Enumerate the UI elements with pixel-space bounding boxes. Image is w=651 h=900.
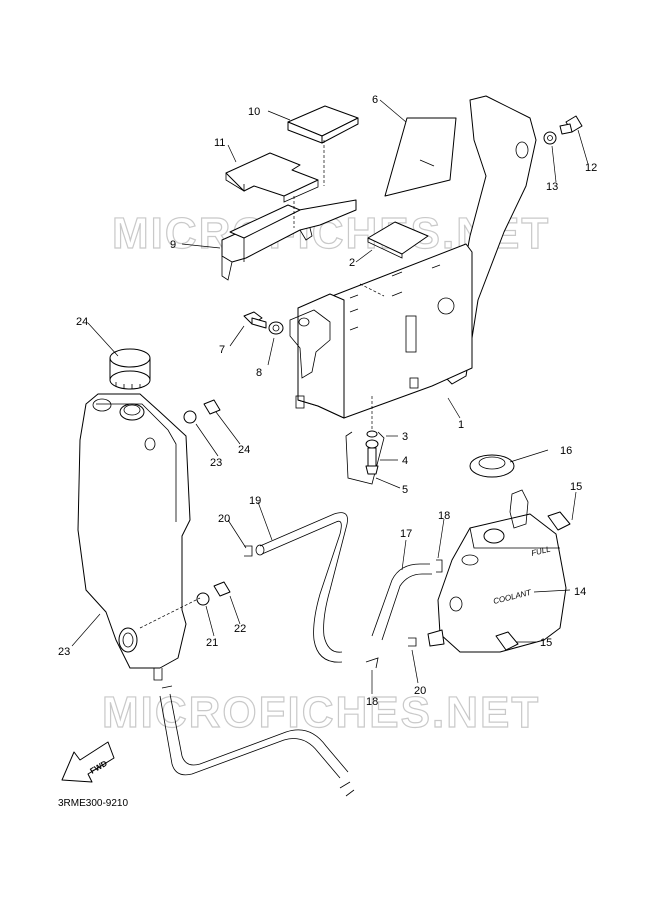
callout-7: 7 (219, 344, 225, 356)
callout-numbers: 10 11 9 6 2 1 3 4 5 7 8 12 13 24 23 24 2… (58, 94, 597, 708)
part-4-grommet (365, 430, 379, 449)
diagram-code: 3RME300-9210 (58, 798, 128, 809)
part-9-tray (221, 199, 357, 281)
callout-23-lower: 21 (206, 637, 218, 649)
callout-22: 24 (76, 316, 88, 328)
part-18-clip-lower (365, 657, 379, 669)
part-24-bolt-upper (203, 399, 221, 415)
callout-1: 1 (458, 419, 464, 431)
callout-4: 4 (402, 455, 408, 467)
part-13-washer (543, 131, 557, 145)
callout-5: 5 (402, 484, 408, 496)
part-23-collar-upper (183, 410, 197, 424)
part-5-bolt (365, 447, 379, 475)
callout-10: 10 (248, 106, 260, 118)
callout-18-lower: 18 (366, 696, 378, 708)
part-2-pad (367, 221, 429, 259)
callout-17: 17 (400, 528, 412, 540)
callout-20-right: 20 (414, 685, 426, 697)
part-10-pad (287, 105, 359, 144)
callout-9: 9 (170, 239, 176, 251)
part-24-bolt-lower (213, 581, 231, 597)
part-15-bolt-lower (495, 631, 519, 651)
callout-11: 11 (214, 137, 225, 149)
part-6-sheet (384, 117, 457, 197)
callout-leaders (71, 99, 589, 694)
lower-radiator-hose (159, 685, 355, 797)
part-17-hose (371, 563, 432, 641)
part-7-bolt (243, 311, 267, 329)
part-23-collar-lower (196, 592, 210, 606)
callout-14: 14 (574, 586, 586, 598)
part-14-coolant-tank: FULL COOLANT (427, 489, 567, 653)
callout-12: 8 (256, 367, 262, 379)
callout-19: 19 (249, 495, 261, 507)
callout-18-upper: 18 (438, 510, 450, 522)
part-20-clip-left (244, 545, 253, 557)
callout-2: 2 (349, 257, 355, 269)
part-20-clip-right (408, 637, 417, 647)
part-8-bolt (559, 115, 583, 135)
part-3-clamp (345, 431, 385, 485)
part-15-bolt-upper (547, 511, 571, 531)
callout-21: 23 (58, 646, 70, 658)
callout-20-left: 20 (218, 513, 230, 525)
callout-15-upper: 15 (570, 481, 582, 493)
part-19-hose (255, 512, 348, 663)
watermark-bottom: MICROFICHES.NET (102, 688, 540, 737)
callout-16: 16 (560, 445, 572, 457)
part-1-bracket-plate (289, 95, 537, 419)
fwd-arrow-icon: FWD (61, 741, 115, 783)
callout-23-upper: 23 (210, 457, 222, 469)
callout-3: 3 (402, 431, 408, 443)
callout-24-upper: 24 (238, 444, 250, 456)
part-21-radiator (77, 393, 191, 681)
callout-6: 6 (372, 94, 378, 106)
part-12-grommet (268, 321, 284, 335)
part-18-clip-upper (436, 559, 443, 573)
callout-15-lower: 15 (540, 637, 552, 649)
callout-24-lower: 22 (234, 623, 246, 635)
part-16-tank-cap (469, 454, 515, 478)
callout-13: 13 (546, 181, 558, 193)
part-11-bracket (225, 152, 319, 203)
callout-8: 12 (585, 162, 597, 174)
part-22-radiator-cap (109, 348, 151, 390)
